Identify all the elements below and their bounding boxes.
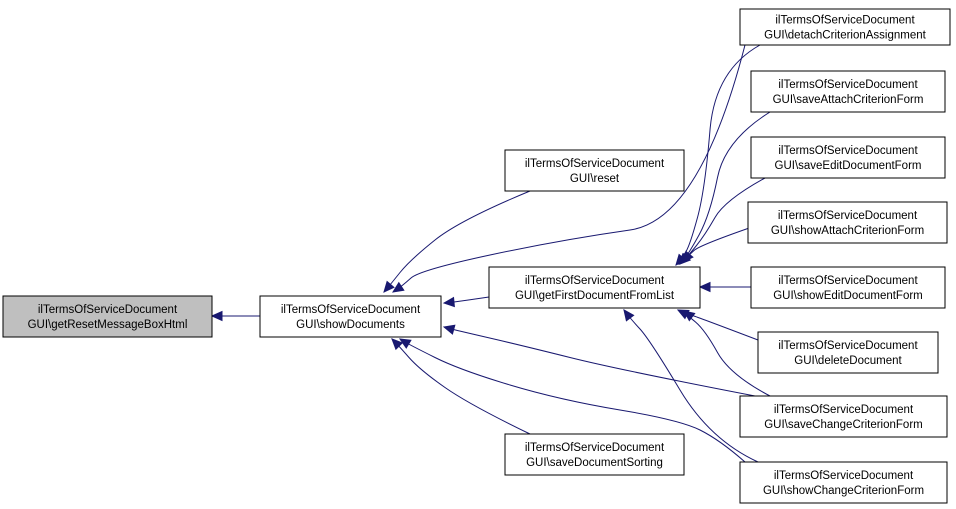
edge-line bbox=[392, 44, 746, 293]
arrow-head-icon bbox=[682, 250, 694, 263]
node-class-label: ilTermsOfServiceDocument bbox=[778, 340, 918, 352]
edge-line bbox=[391, 338, 531, 435]
node-method-label: GUI\getResetMessageBoxHtml bbox=[28, 319, 188, 331]
arrow-head-icon bbox=[383, 280, 395, 293]
node-method-label: GUI\saveEditDocumentForm bbox=[775, 160, 922, 172]
arrow-head-icon bbox=[442, 324, 456, 335]
arrow-head-icon bbox=[623, 309, 635, 322]
node-getResetMessageBoxHtml[interactable]: ilTermsOfServiceDocumentGUI\getResetMess… bbox=[2, 295, 213, 338]
arrow-head-icon bbox=[398, 338, 412, 349]
edge-showDocuments-to-getResetMessageBoxHtml bbox=[210, 310, 261, 322]
edge-deleteDocument-to-getFirstDocumentFromList bbox=[683, 310, 759, 341]
edge-showChangeCriterionForm-to-getFirstDocumentFromList bbox=[623, 309, 759, 463]
node-method-label: GUI\deleteDocument bbox=[794, 355, 902, 367]
edge-showEditDocumentForm-to-getFirstDocumentFromList bbox=[698, 281, 751, 293]
node-box[interactable] bbox=[747, 201, 948, 244]
node-box[interactable] bbox=[750, 266, 946, 309]
node-method-label: GUI\showAttachCriterionForm bbox=[771, 225, 924, 237]
node-class-label: ilTermsOfServiceDocument bbox=[281, 304, 421, 316]
node-method-label: GUI\showDocuments bbox=[296, 319, 405, 331]
edge-showAttachCriterionForm-to-getFirstDocumentFromList bbox=[682, 225, 756, 263]
node-box[interactable] bbox=[750, 70, 946, 113]
node-box[interactable] bbox=[504, 433, 685, 476]
arrow-head-icon bbox=[698, 281, 711, 293]
node-box[interactable] bbox=[504, 149, 685, 192]
node-class-label: ilTermsOfServiceDocument bbox=[778, 79, 918, 91]
node-box[interactable] bbox=[757, 331, 939, 374]
node-box[interactable] bbox=[739, 8, 951, 46]
node-method-label: GUI\saveDocumentSorting bbox=[526, 457, 663, 469]
node-box[interactable] bbox=[739, 461, 948, 504]
node-showEditDocumentForm[interactable]: ilTermsOfServiceDocumentGUI\showEditDocu… bbox=[750, 266, 946, 309]
edge-line bbox=[675, 44, 761, 266]
node-box[interactable] bbox=[2, 295, 213, 338]
node-saveAttachCriterionForm[interactable]: ilTermsOfServiceDocumentGUI\saveAttachCr… bbox=[750, 70, 946, 113]
node-deleteDocument[interactable]: ilTermsOfServiceDocumentGUI\deleteDocume… bbox=[757, 331, 939, 374]
node-class-label: ilTermsOfServiceDocument bbox=[38, 304, 178, 316]
node-method-label: GUI\showChangeCriterionForm bbox=[763, 485, 924, 497]
node-box[interactable] bbox=[750, 136, 946, 179]
node-class-label: ilTermsOfServiceDocument bbox=[778, 145, 918, 157]
node-saveEditDocumentForm[interactable]: ilTermsOfServiceDocumentGUI\saveEditDocu… bbox=[750, 136, 946, 179]
node-class-label: ilTermsOfServiceDocument bbox=[778, 275, 918, 287]
arrow-head-icon bbox=[391, 338, 404, 351]
edge-detachCriterionAssignment-to-getFirstDocumentFromList bbox=[675, 44, 761, 266]
edge-saveChangeCriterionForm-to-getFirstDocumentFromList bbox=[676, 309, 771, 397]
edge-detachCriterionAssignment-to-showDocuments bbox=[391, 44, 746, 293]
node-class-label: ilTermsOfServiceDocument bbox=[775, 15, 915, 27]
node-getFirstDocumentFromList[interactable]: ilTermsOfServiceDocumentGUI\getFirstDocu… bbox=[488, 266, 701, 309]
node-box[interactable] bbox=[488, 266, 701, 309]
edge-line bbox=[383, 190, 531, 293]
node-box[interactable] bbox=[739, 395, 948, 438]
node-method-label: GUI\showEditDocumentForm bbox=[773, 290, 923, 302]
node-class-label: ilTermsOfServiceDocument bbox=[774, 404, 914, 416]
edge-saveChangeCriterionForm-to-showDocuments bbox=[442, 324, 756, 397]
node-class-label: ilTermsOfServiceDocument bbox=[778, 210, 918, 222]
node-class-label: ilTermsOfServiceDocument bbox=[774, 470, 914, 482]
arrow-head-icon bbox=[210, 310, 223, 322]
node-method-label: GUI\getFirstDocumentFromList bbox=[515, 290, 675, 302]
node-method-label: GUI\saveChangeCriterionForm bbox=[764, 419, 923, 431]
node-saveDocumentSorting[interactable]: ilTermsOfServiceDocumentGUI\saveDocument… bbox=[504, 433, 685, 476]
node-detachCriterionAssignment[interactable]: ilTermsOfServiceDocumentGUI\detachCriter… bbox=[739, 8, 951, 46]
node-showChangeCriterionForm[interactable]: ilTermsOfServiceDocumentGUI\showChangeCr… bbox=[739, 461, 948, 504]
node-method-label: GUI\detachCriterionAssignment bbox=[764, 30, 927, 42]
node-showAttachCriterionForm[interactable]: ilTermsOfServiceDocumentGUI\showAttachCr… bbox=[747, 201, 948, 244]
edge-line bbox=[683, 310, 759, 341]
edge-line bbox=[399, 338, 746, 463]
nodes-layer: ilTermsOfServiceDocumentGUI\getResetMess… bbox=[2, 8, 951, 504]
edge-showChangeCriterionForm-to-showDocuments bbox=[398, 338, 746, 463]
node-showDocuments[interactable]: ilTermsOfServiceDocumentGUI\showDocument… bbox=[259, 295, 442, 338]
node-class-label: ilTermsOfServiceDocument bbox=[525, 158, 665, 170]
node-method-label: GUI\reset bbox=[570, 173, 620, 185]
arrow-head-icon bbox=[676, 309, 690, 320]
node-class-label: ilTermsOfServiceDocument bbox=[525, 442, 665, 454]
node-method-label: GUI\saveAttachCriterionForm bbox=[773, 94, 924, 106]
edge-line bbox=[678, 111, 771, 265]
arrow-head-icon bbox=[391, 281, 405, 293]
edge-line bbox=[623, 309, 759, 463]
edge-reset-to-showDocuments bbox=[383, 190, 531, 293]
edge-saveDocumentSorting-to-showDocuments bbox=[391, 338, 531, 435]
edge-getFirstDocumentFromList-to-showDocuments bbox=[442, 296, 490, 308]
arrow-head-icon bbox=[442, 296, 455, 308]
edges-layer bbox=[210, 44, 771, 463]
edge-line bbox=[443, 326, 756, 397]
node-saveChangeCriterionForm[interactable]: ilTermsOfServiceDocumentGUI\saveChangeCr… bbox=[739, 395, 948, 438]
node-box[interactable] bbox=[259, 295, 442, 338]
node-class-label: ilTermsOfServiceDocument bbox=[525, 275, 665, 287]
edge-line bbox=[677, 309, 771, 397]
